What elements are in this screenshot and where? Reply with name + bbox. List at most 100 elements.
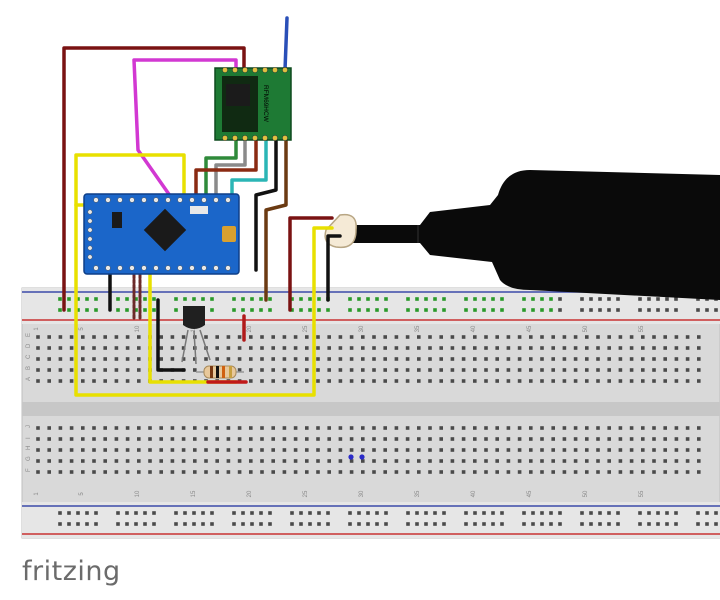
rail-hole bbox=[357, 511, 361, 515]
breadboard-hole bbox=[585, 437, 589, 441]
breadboard-hole bbox=[237, 459, 242, 463]
breadboard-hole bbox=[170, 448, 175, 452]
breadboard-hole bbox=[159, 335, 163, 339]
breadboard-hole bbox=[439, 470, 443, 474]
breadboard-hole bbox=[663, 437, 667, 441]
breadboard-hole bbox=[383, 426, 387, 430]
breadboard-hole bbox=[596, 459, 600, 463]
rail-hole bbox=[531, 522, 535, 526]
breadboard-hole bbox=[685, 379, 690, 383]
breadboard: 1155101015152020252530303535404045455050… bbox=[21, 287, 720, 539]
column-label: 20 bbox=[247, 325, 253, 332]
arduino-pin bbox=[213, 197, 219, 203]
breadboard-hole bbox=[338, 346, 343, 350]
rail-hole bbox=[598, 522, 602, 526]
breadboard-hole bbox=[596, 426, 600, 430]
breadboard-hole bbox=[484, 379, 488, 383]
rail-hole bbox=[442, 297, 446, 301]
column-label: 35 bbox=[415, 325, 421, 332]
breadboard-hole bbox=[271, 346, 275, 350]
radio-pin bbox=[232, 67, 238, 73]
arduino-pin bbox=[189, 197, 195, 203]
breadboard-hole bbox=[69, 346, 74, 350]
rail-hole bbox=[299, 522, 303, 526]
breadboard-hole bbox=[439, 368, 443, 372]
rail-hole bbox=[232, 308, 236, 312]
rail-hole bbox=[598, 511, 602, 515]
breadboard-hole bbox=[58, 368, 63, 372]
rail-hole bbox=[134, 297, 138, 301]
breadboard-hole bbox=[417, 470, 421, 474]
breadboard-hole bbox=[517, 426, 522, 430]
rail-hole bbox=[317, 297, 321, 301]
arduino-pin bbox=[141, 265, 147, 271]
breadboard-hole bbox=[58, 379, 63, 383]
rail-hole bbox=[317, 308, 321, 312]
rail-hole bbox=[665, 511, 669, 515]
breadboard-hole bbox=[428, 346, 432, 350]
breadboard-hole bbox=[394, 459, 399, 463]
rail-hole bbox=[58, 297, 62, 301]
rail-hole bbox=[607, 297, 611, 301]
breadboard-hole bbox=[685, 426, 690, 430]
breadboard-hole bbox=[58, 357, 63, 361]
breadboard-hole bbox=[417, 426, 421, 430]
breadboard-hole bbox=[461, 368, 466, 372]
breadboard-hole bbox=[484, 368, 488, 372]
highlight-hole bbox=[359, 454, 365, 460]
rail-hole bbox=[125, 297, 129, 301]
breadboard-hole bbox=[551, 470, 555, 474]
rail-hole bbox=[696, 297, 700, 301]
breadboard-hole bbox=[383, 335, 387, 339]
breadboard-hole bbox=[629, 368, 634, 372]
breadboard-hole bbox=[316, 448, 320, 452]
breadboard-hole bbox=[170, 426, 175, 430]
rail-hole bbox=[268, 308, 272, 312]
breadboard-hole bbox=[181, 448, 186, 452]
breadboard-hole bbox=[148, 448, 152, 452]
breadboard-hole bbox=[551, 437, 555, 441]
breadboard-hole bbox=[114, 335, 119, 339]
rail-hole bbox=[326, 511, 330, 515]
rail-hole bbox=[589, 511, 593, 515]
breadboard-hole bbox=[293, 437, 298, 441]
rail-hole bbox=[656, 511, 660, 515]
rail-hole bbox=[94, 297, 98, 301]
breadboard-hole bbox=[372, 357, 376, 361]
breadboard-hole bbox=[36, 459, 40, 463]
rail-hole bbox=[656, 522, 660, 526]
rail-hole bbox=[580, 297, 584, 301]
breadboard-hole bbox=[47, 426, 51, 430]
rail-hole bbox=[174, 511, 178, 515]
arduino-pin bbox=[225, 265, 231, 271]
breadboard-hole bbox=[249, 437, 253, 441]
breadboard-hole bbox=[260, 368, 264, 372]
breadboard-hole bbox=[58, 459, 63, 463]
breadboard-hole bbox=[641, 368, 645, 372]
breadboard-hole bbox=[484, 335, 488, 339]
rail-hole bbox=[134, 511, 138, 515]
breadboard-hole bbox=[663, 346, 667, 350]
breadboard-hole bbox=[181, 459, 186, 463]
rail-hole bbox=[406, 511, 410, 515]
breadboard-hole bbox=[69, 470, 74, 474]
breadboard-hole bbox=[327, 470, 331, 474]
breadboard-hole bbox=[428, 470, 432, 474]
breadboard-hole bbox=[226, 426, 231, 430]
rail-hole bbox=[500, 297, 504, 301]
rail-hole bbox=[76, 308, 80, 312]
rail-hole bbox=[589, 522, 593, 526]
breadboard-hole bbox=[428, 459, 432, 463]
breadboard-hole bbox=[405, 470, 410, 474]
breadboard-hole bbox=[529, 346, 533, 350]
arduino-pin bbox=[87, 245, 93, 251]
rail-hole bbox=[134, 522, 138, 526]
breadboard-hole bbox=[685, 470, 690, 474]
rail-hole bbox=[540, 522, 544, 526]
rail-hole bbox=[67, 522, 71, 526]
breadboard-hole bbox=[69, 379, 74, 383]
breadboard-hole bbox=[697, 459, 701, 463]
rail-hole bbox=[250, 308, 254, 312]
breadboard-hole bbox=[394, 335, 399, 339]
rail-hole bbox=[491, 511, 495, 515]
